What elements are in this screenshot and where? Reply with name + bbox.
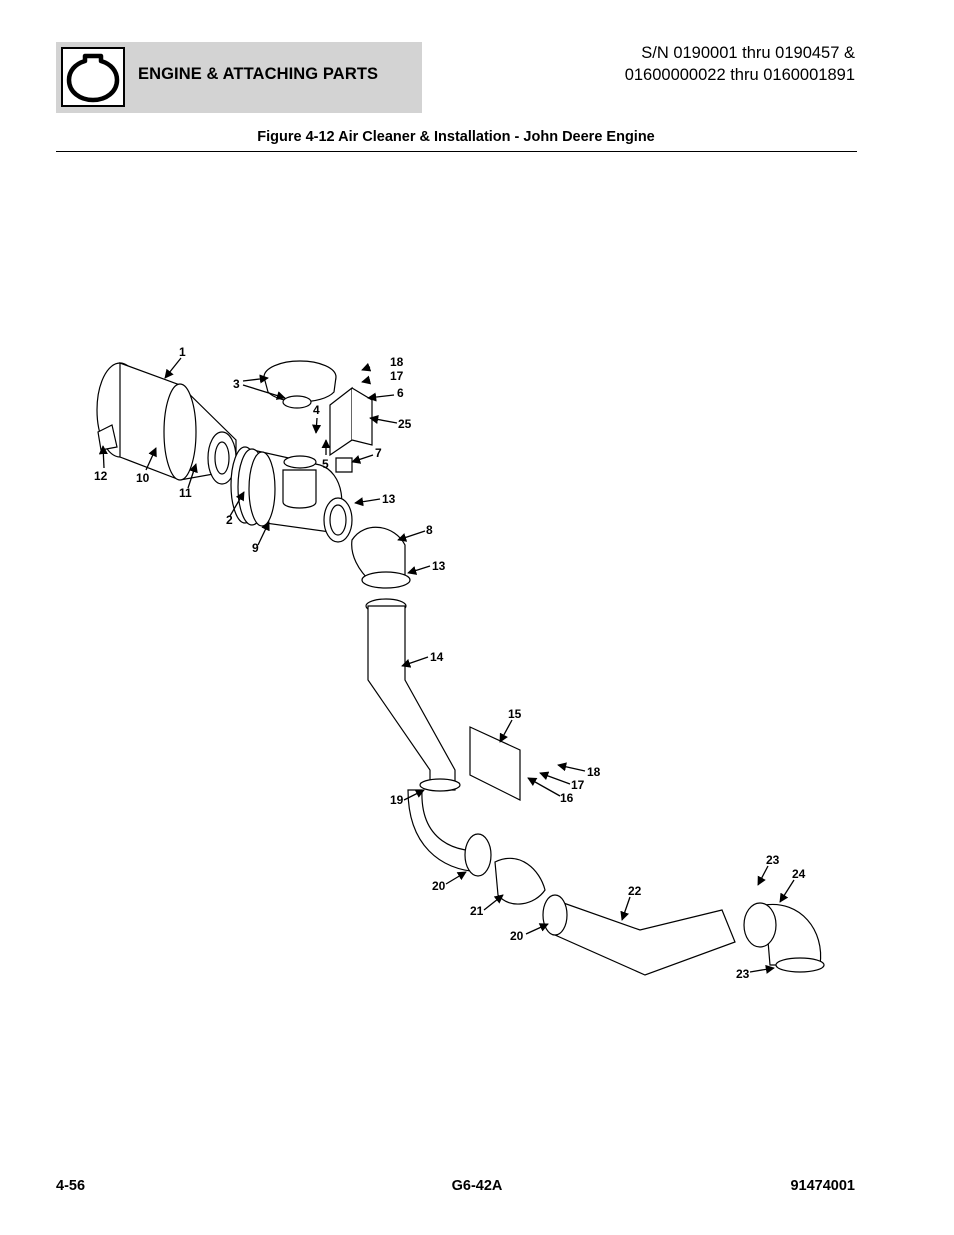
callout-25: 25 <box>398 417 412 431</box>
serial-range: S/N 0190001 thru 0190457 & 01600000022 t… <box>625 42 855 86</box>
callout-8: 8 <box>426 523 433 537</box>
callout-3: 3 <box>233 377 240 391</box>
callout-5: 5 <box>322 457 329 471</box>
callout-leaders <box>98 357 795 974</box>
callout-23a: 23 <box>766 853 780 867</box>
callout-17: 17 <box>390 369 404 383</box>
callout-22: 22 <box>628 884 642 898</box>
callout-15: 15 <box>508 707 522 721</box>
callout-20b: 20 <box>510 929 524 943</box>
callout-21: 21 <box>470 904 484 918</box>
callout-17b: 17 <box>571 778 585 792</box>
callout-11: 11 <box>179 486 192 500</box>
callout-9: 9 <box>252 541 259 555</box>
callout-2: 2 <box>226 513 233 527</box>
callout-18: 18 <box>390 355 404 369</box>
callout-4: 4 <box>313 403 320 417</box>
callout-20a: 20 <box>432 879 446 893</box>
callout-labels: 1 3 18 17 6 4 25 7 5 12 10 11 2 13 9 8 1… <box>94 345 806 981</box>
serial-line-2: 01600000022 thru 0160001891 <box>624 66 855 84</box>
figure-title: Figure 4-12 Air Cleaner & Installation -… <box>257 129 655 145</box>
callout-12: 12 <box>94 469 108 483</box>
callout-7: 7 <box>375 446 382 460</box>
callout-14: 14 <box>430 650 444 664</box>
callout-6: 6 <box>397 386 404 400</box>
engine-section-icon <box>61 47 125 107</box>
callout-10: 10 <box>136 471 150 485</box>
model-number: G6-42A <box>451 1178 503 1194</box>
callout-16: 16 <box>560 791 574 805</box>
page-number: 4-56 <box>56 1178 86 1194</box>
header-rule <box>56 151 857 152</box>
callout-19: 19 <box>390 793 404 807</box>
section-title: ENGINE & ATTACHING PARTS <box>138 65 379 83</box>
parts-illustration <box>96 360 825 976</box>
callout-13a: 13 <box>382 492 396 506</box>
callout-24: 24 <box>792 867 806 881</box>
callout-23b: 23 <box>736 967 750 981</box>
callout-18b: 18 <box>587 765 601 779</box>
callout-13b: 13 <box>432 559 446 573</box>
callout-1: 1 <box>179 345 186 359</box>
serial-line-1: S/N 0190001 thru 0190457 & <box>641 44 855 62</box>
manual-part-number: 91474001 <box>790 1178 855 1194</box>
